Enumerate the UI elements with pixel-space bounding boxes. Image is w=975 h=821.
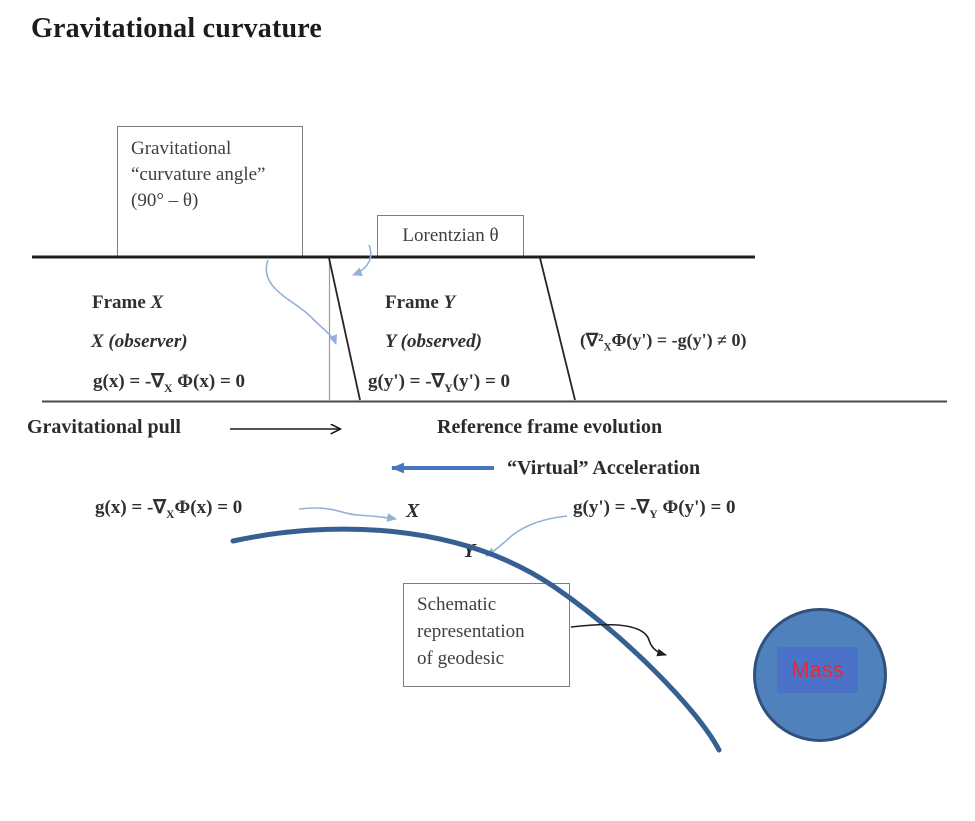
schematic-line: Schematic <box>417 594 497 615</box>
gravitational-pull-label: Gravitational pull <box>27 416 181 438</box>
frame-x-subtitle: X (observer) <box>91 331 188 352</box>
y-point-pointer-arrow <box>485 515 568 557</box>
schematic-pointer-arrow <box>570 623 668 657</box>
geodesic-y-formula-sub: Y <box>649 507 658 521</box>
schematic-line: representation <box>417 621 525 642</box>
frame-x-formula-post: Φ(x) = 0 <box>172 371 246 392</box>
virtual-acceleration-label: “Virtual” Acceleration <box>507 457 701 479</box>
curvature-angle-line: (90° – θ) <box>131 190 199 211</box>
schematic-line: of geodesic <box>417 648 505 669</box>
geodesic-x-formula: g(x) = -∇XΦ(x) = 0 <box>95 496 242 522</box>
frame-x-title-var: X <box>150 292 164 313</box>
curvature-angle-line: Gravitational <box>131 138 232 159</box>
frame-x-formula-pre: g(x) = -∇ <box>93 371 165 392</box>
frame-x-formula-sub: X <box>164 381 173 395</box>
curvature-note-formula: (∇²XΦ(y') = -g(y') ≠ 0) <box>580 330 747 354</box>
frame-y-title-text: Frame <box>385 292 444 313</box>
frame-y-evolved-worldline <box>539 257 576 401</box>
frame-x-title: Frame X <box>92 292 163 314</box>
geodesic-x-formula-pre: g(x) = -∇ <box>95 497 167 518</box>
lorentzian-label: Lorentzian θ <box>402 225 499 246</box>
geodesic-x-formula-post: Φ(x) = 0 <box>174 497 243 518</box>
reference-frame-evolution-label: Reference frame evolution <box>437 416 663 438</box>
mass-circle <box>753 608 887 742</box>
y-point-label: Y <box>463 540 476 562</box>
curvature-angle-line: “curvature angle” <box>131 164 266 185</box>
frame-y-formula-pre: g(y') = -∇ <box>368 371 445 392</box>
frame-y-worldline <box>328 257 361 401</box>
curvature-angle-box: Gravitational “curvature angle” (90° – θ… <box>117 126 303 258</box>
mass-label: Mass <box>791 657 844 682</box>
frame-x-formula: g(x) = -∇X Φ(x) = 0 <box>93 370 245 396</box>
geodesic-y-formula: g(y') = -∇Y Φ(y') = 0 <box>573 496 736 522</box>
mass-rect: Mass <box>777 647 858 693</box>
frame-y-formula-post: (y') = 0 <box>452 371 511 392</box>
frame-y-formula: g(y') = -∇Y(y') = 0 <box>368 370 510 396</box>
frame-y-title: Frame Y <box>385 292 455 314</box>
lorentzian-box: Lorentzian θ <box>377 215 524 257</box>
frame-y-subtitle: Y (observed) <box>385 331 482 352</box>
geodesic-y-formula-post: Φ(y') = 0 <box>657 497 736 518</box>
schematic-box: Schematic representation of geodesic <box>403 583 570 687</box>
frame-x-title-text: Frame <box>92 292 151 313</box>
frame-y-title-var: Y <box>443 292 456 313</box>
curvature-note-sub: X <box>603 341 612 354</box>
frame-y-formula-sub: Y <box>444 381 453 395</box>
x-point-label: X <box>406 500 420 522</box>
geodesic-x-formula-sub: X <box>166 507 175 521</box>
curvature-angle-pointer-arrow <box>265 259 338 346</box>
lorentzian-pointer-arrow <box>351 244 372 276</box>
page-title: Gravitational curvature <box>31 13 323 44</box>
curvature-note-pre: (∇² <box>580 330 604 350</box>
x-point-pointer-arrow <box>298 507 398 522</box>
curvature-note-post: Φ(y') = -g(y') ≠ 0) <box>611 330 747 350</box>
geodesic-y-formula-pre: g(y') = -∇ <box>573 497 650 518</box>
